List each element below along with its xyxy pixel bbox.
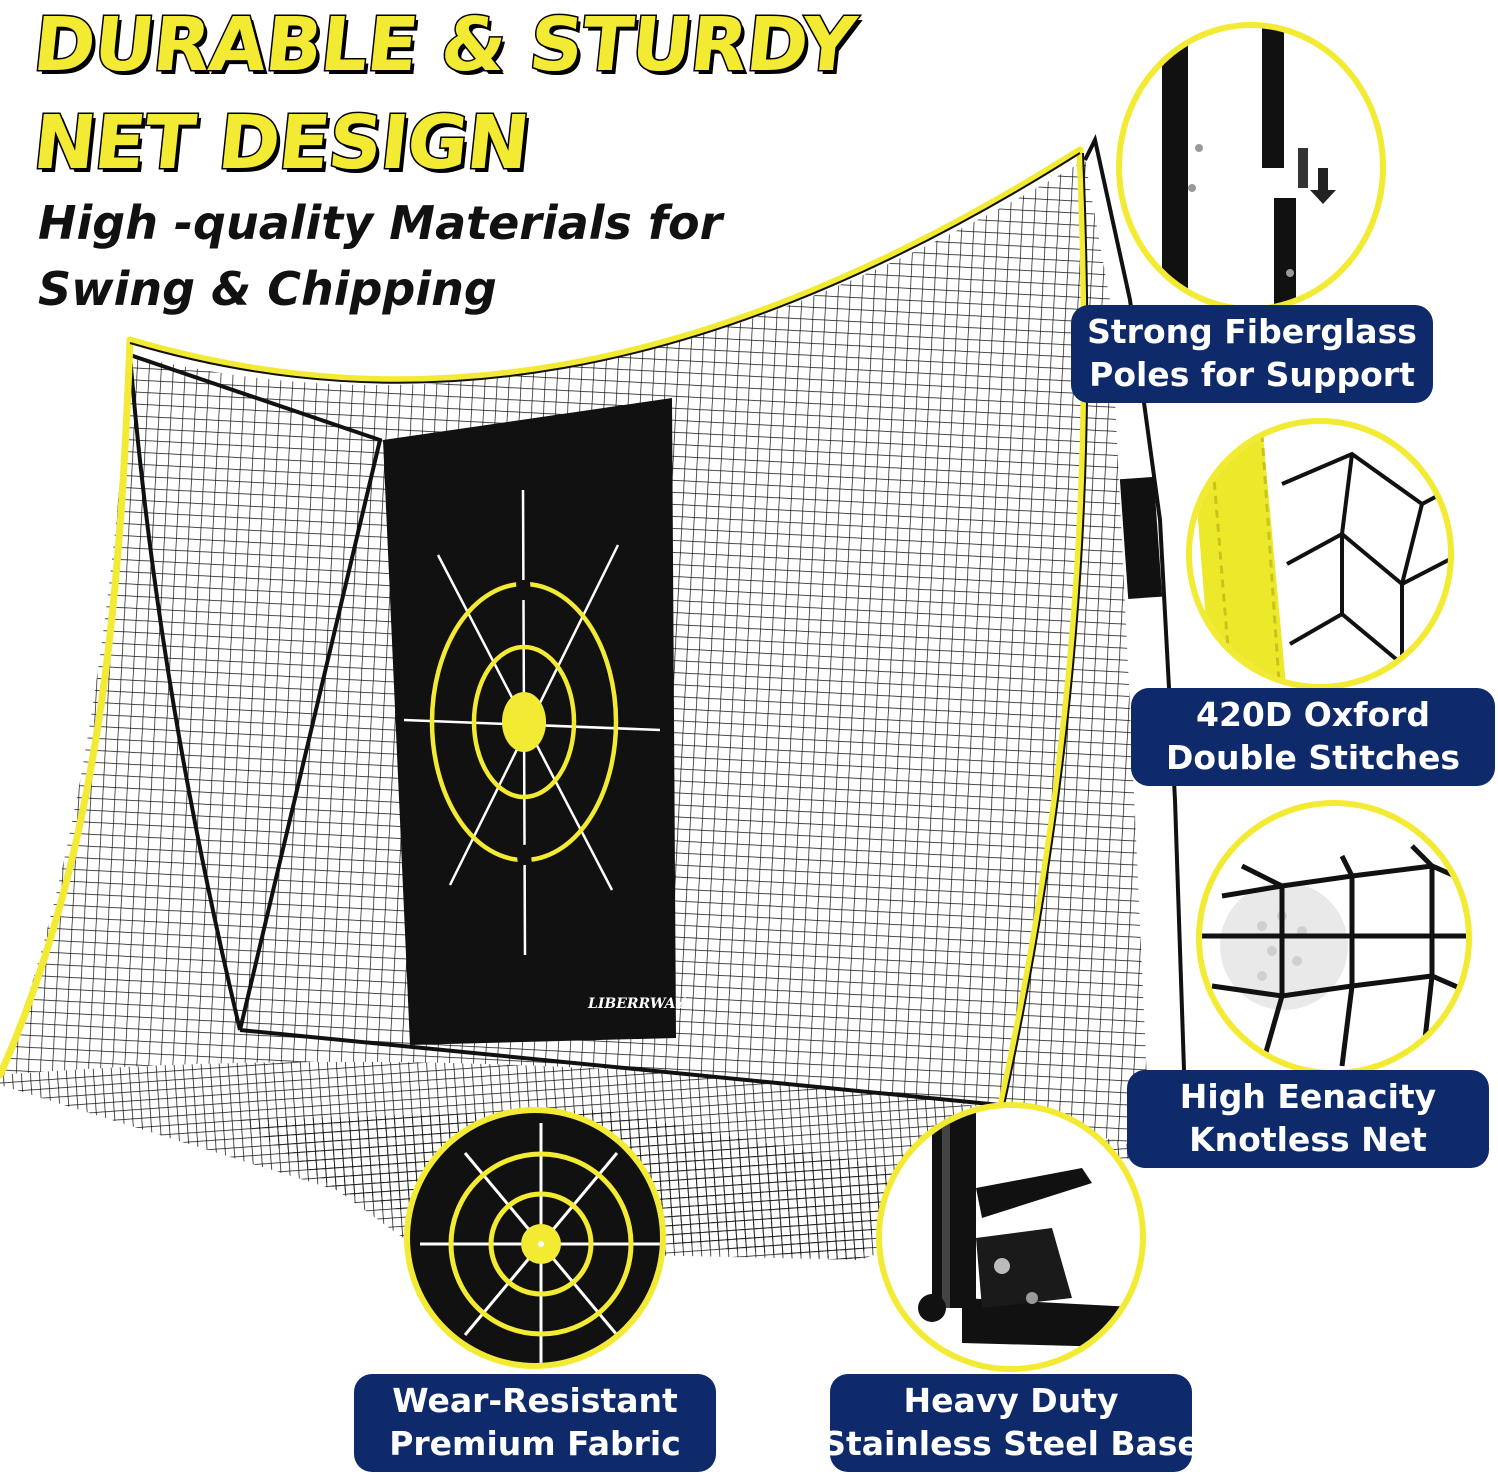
target-banner: LIBERRWAY	[383, 398, 687, 1045]
callout-base-image	[876, 1102, 1146, 1372]
feature-label-fabric: Wear-Resistant Premium Fabric	[354, 1374, 716, 1472]
callout-net-image	[1196, 800, 1472, 1076]
feature-label-net-line-1: High Eenacity	[1179, 1077, 1437, 1117]
feature-label-net: High Eenacity Knotless Net	[1127, 1070, 1489, 1168]
feature-label-base: Heavy Duty Stainless Steel Base	[822, 1374, 1200, 1472]
callout-stitches-image	[1186, 418, 1454, 690]
feature-label-stitches-line-2: Double Stitches	[1165, 738, 1461, 777]
feature-label-base-line-1: Heavy Duty	[903, 1381, 1119, 1421]
feature-label-stitches: 420D Oxford Double Stitches	[1131, 688, 1495, 786]
svg-text:LIBERRWAY: LIBERRWAY	[1167, 535, 1181, 613]
callout-fabric-image	[404, 1107, 666, 1369]
feature-label-fabric-line-2: Premium Fabric	[389, 1424, 681, 1463]
oxford-stitching-icon	[1192, 424, 1448, 684]
steel-base-icon	[918, 1108, 1140, 1348]
feature-label-poles: Strong Fiberglass Poles for Support	[1071, 305, 1433, 403]
feature-label-stitches-line-1: 420D Oxford	[1195, 695, 1431, 735]
feature-label-fabric-line-1: Wear-Resistant	[392, 1381, 678, 1421]
feature-label-net-line-2: Knotless Net	[1189, 1120, 1427, 1159]
feature-label-poles-line-1: Strong Fiberglass	[1087, 312, 1417, 352]
target-fabric-icon	[410, 1113, 660, 1363]
fiberglass-pole-icon	[1162, 28, 1336, 306]
subheadline-line-2: Swing & Chipping	[38, 262, 497, 316]
subheadline-line-1: High -quality Materials for	[38, 196, 723, 250]
callout-poles-image	[1116, 22, 1386, 312]
banner-logo: LIBERRWAY	[587, 996, 687, 1012]
feature-label-poles-line-2: Poles for Support	[1089, 355, 1415, 394]
feature-label-base-line-2: Stainless Steel Base	[822, 1424, 1200, 1463]
golf-ball-net-icon	[1202, 844, 1466, 1067]
